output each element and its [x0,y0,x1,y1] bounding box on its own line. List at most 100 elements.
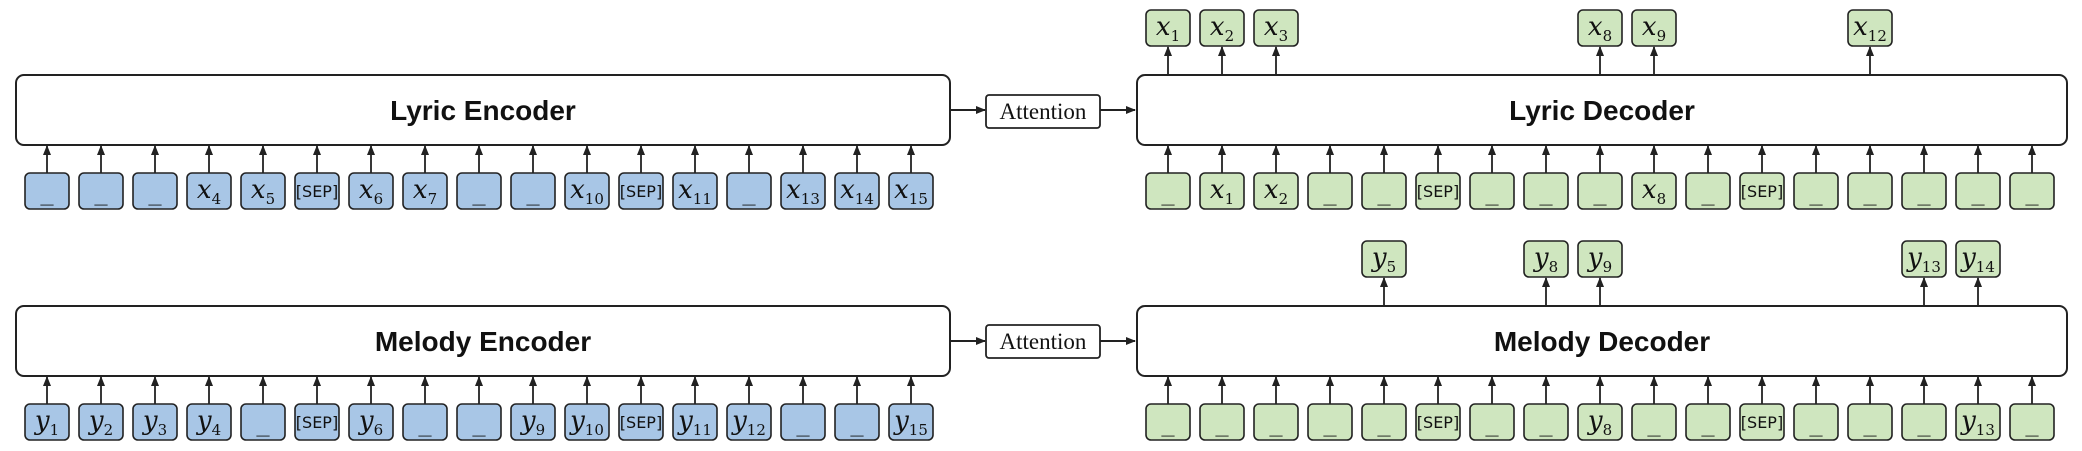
melody-decoder-input-10-text: _ [1647,412,1661,437]
melody-encoder-input-3-symbol: y [142,406,158,436]
lyric-encoder-input-9-text: _ [472,181,486,206]
lyric-decoder-output-5: x9 [1631,9,1677,47]
melody-encoder-input-13-box [672,403,718,441]
lyric-encoder-input-17: x15 [888,172,934,210]
melody-encoder-input-1-box [24,403,70,441]
melody-decoder-output-1-symbol: y [1371,243,1387,273]
melody-decoder-output-4-text: y13 [1906,243,1941,276]
lyric-decoder-input-17-box [2009,172,2055,210]
lyric-decoder-input-11-box [1685,172,1731,210]
melody-encoder-input-14-subscript: 12 [747,421,766,439]
lyric-encoder-input-11-text: x10 [570,175,604,208]
lyric-decoder-input-14-text: _ [1863,181,1877,206]
melody-decoder-input-6-text: [SEP] [1417,413,1459,432]
melody-decoder-input-17-text: _ [2025,412,2039,437]
melody-encoder-block: Melody Encoder [15,305,951,377]
lyric-encoder-input-8-text: x7 [413,175,437,208]
melody-encoder-input-3-text: y3 [142,406,167,439]
lyric-decoder-input-14-box [1847,172,1893,210]
melody-decoder-input-13-text: _ [1809,412,1823,437]
lyric-decoder-label: Lyric Decoder [1509,95,1695,126]
lyric-decoder-input-17-text: _ [2025,181,2039,206]
melody-decoder-input-8-box [1523,403,1569,441]
lyric-decoder-output-5-box [1631,9,1677,47]
lyric-encoder-input-10: _ [510,172,556,210]
lyric-encoder-input-1-text: _ [40,181,54,206]
lyric-encoder-input-4-subscript: 4 [212,190,222,208]
attention-top: Attention [950,94,1136,129]
lyric-encoder-input-2-text: _ [94,181,108,206]
lyric-encoder-input-10-box [510,172,556,210]
melody-decoder-output-1-text: y5 [1371,243,1396,276]
melody-decoder-input-5: _ [1361,403,1407,441]
lyric-decoder-input-3-subscript: 2 [1279,190,1289,208]
lyric-encoder-input-12-text: [SEP] [620,182,662,201]
lyric-encoder-input-16-box [834,172,880,210]
melody-decoder-input-3-text: _ [1269,412,1283,437]
melody-decoder-input-2-text: _ [1215,412,1229,437]
melody-encoder-input-11-text: y10 [569,406,604,439]
lyric-decoder-output-1-subscript: 1 [1171,27,1181,45]
melody-decoder-output-5-symbol: y [1960,243,1976,273]
melody-encoder-input-14-symbol: y [731,406,747,436]
melody-decoder-input-17-box [2009,403,2055,441]
lyric-decoder-output-6-box [1847,9,1893,47]
melody-encoder-input-13-text: y11 [677,406,712,439]
lyric-encoder-block: Lyric Encoder [15,74,951,146]
melody-decoder-output-5: y14 [1955,240,2001,278]
melody-decoder-output-2-text: y8 [1533,243,1558,276]
melody-decoder-input-5-text: _ [1377,412,1391,437]
melody-decoder-label: Melody Decoder [1494,326,1710,357]
lyric-decoder-input-12-box [1739,172,1785,210]
lyric-encoder-input-5: x5 [240,172,286,210]
lyric-decoder-output-3-text: x3 [1264,12,1288,45]
melody-encoder-input-9: _ [456,403,502,441]
lyric-encoder-input-7-symbol: x [359,175,374,205]
lyric-encoder-input-15-subscript: 13 [801,190,820,208]
lyric-decoder-input-5-box [1361,172,1407,210]
lyric-encoder-input-4: x4 [186,172,232,210]
melody-decoder-input-11-box [1685,403,1731,441]
lyric-encoder-input-13-text: x11 [678,175,712,208]
lyric-decoder-output-6: x12 [1847,9,1893,47]
lyric-decoder-output-3-box [1253,9,1299,47]
melody-encoder-input-7: y6 [348,403,394,441]
melody-decoder-input-tokens: _____[SEP]__y8__[SEP]___y13_ [1145,376,2055,441]
lyric-encoder-input-1: _ [24,172,70,210]
lyric-encoder-input-1-box [24,172,70,210]
melody-encoder-input-14-box [726,403,772,441]
lyric-decoder-input-1-box [1145,172,1191,210]
melody-decoder-input-15: _ [1901,403,1947,441]
lyric-decoder-input-8-box [1523,172,1569,210]
melody-decoder-input-11-text: _ [1701,412,1715,437]
melody-encoder-input-3-box [132,403,178,441]
lyric-decoder-output-1: x1 [1145,9,1191,47]
melody-encoder-input-11-symbol: y [569,406,585,436]
melody-decoder-input-16-box [1955,403,2001,441]
lyric-encoder-input-14-text: _ [742,181,756,206]
lyric-decoder-input-9-text: _ [1593,181,1607,206]
melody-encoder-input-4-subscript: 4 [212,421,222,439]
lyric-decoder-output-5-subscript: 9 [1657,27,1667,45]
melody-encoder-input-14: y12 [726,403,772,441]
lyric-decoder-output-1-text: x1 [1156,12,1180,45]
lyric-encoder-input-3-text: _ [148,181,162,206]
lyric-decoder-input-6-text: [SEP] [1417,182,1459,201]
melody-encoder-input-2-subscript: 2 [104,421,114,439]
lyric-decoder-output-2-text: x2 [1210,12,1234,45]
melody-encoder-input-7-box [348,403,394,441]
attention-box-top [985,94,1101,129]
melody-decoder-output-4: y13 [1901,240,1947,278]
lyric-encoder-input-7: x6 [348,172,394,210]
melody-encoder-input-5: _ [240,403,286,441]
melody-encoder-input-11-subscript: 10 [585,421,604,439]
melody-decoder-input-3-box [1253,403,1299,441]
attention-label-bottom: Attention [1000,329,1087,354]
melody-decoder-input-10: _ [1631,403,1677,441]
lyric-decoder-input-17: _ [2009,172,2055,210]
melody-encoder-input-17-text: y15 [893,406,928,439]
lyric-decoder-input-6: [SEP] [1415,172,1461,210]
lyric-decoder-input-7-text: _ [1485,181,1499,206]
